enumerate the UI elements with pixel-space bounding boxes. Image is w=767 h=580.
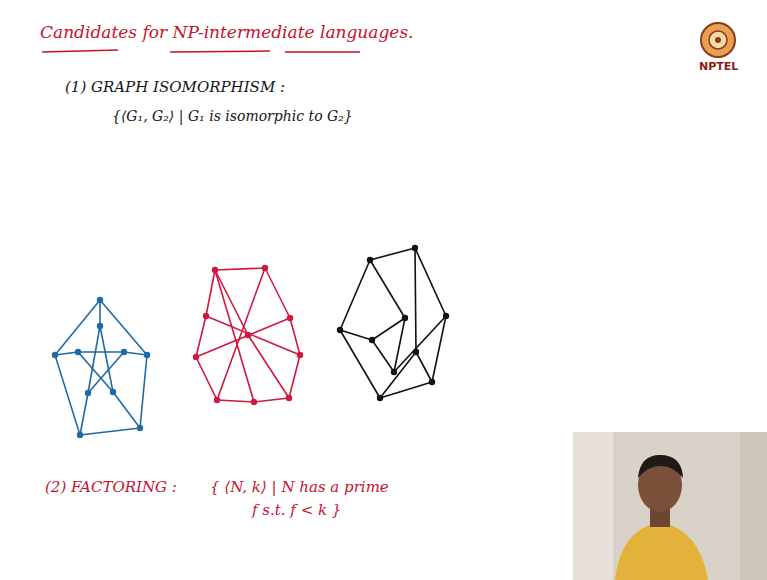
graph-edge [80,428,140,435]
graph-edge [370,248,415,260]
logo-text: NPTEL [699,60,738,73]
graph-edge [99,300,101,326]
graph-vertex [214,397,220,403]
graph-vertex [262,265,268,271]
graph-edge [370,260,405,318]
graph-vertex [97,323,103,329]
graph-edge [415,248,416,352]
slide-title: Candidates for NP-intermediate languages… [40,22,414,42]
underline [170,51,270,52]
graph-drawing [337,245,449,401]
graph-vertex [413,349,419,355]
graph-edge [100,300,147,355]
graph-vertex [52,352,58,358]
graph-vertex [287,315,293,321]
graph-edge [215,268,265,270]
graph-edge [394,316,446,372]
graph-edge [380,352,416,398]
graph-edge [215,270,248,335]
graph-edge [113,392,140,428]
underline [42,50,118,52]
graph-edge [394,318,405,372]
section-heading: (2) FACTORING : [45,478,177,496]
graph-edge [372,318,405,340]
graph-edge [55,300,100,355]
graph-edge [432,316,446,382]
graph-edge [215,270,254,402]
graph-vertex [203,313,209,319]
graph-edge [289,355,300,398]
graph-edge [100,326,113,392]
graph-edge [78,351,124,353]
graph-vertex [337,327,343,333]
underline [285,51,360,53]
graph-vertex [193,354,199,360]
graph-edge [55,355,80,435]
set-definition: {⟨G₁, G₂⟩ | G₁ is isomorphic to G₂} [112,108,353,125]
graph-edge [217,400,254,402]
set-definition: { ⟨N, k⟩ | N has a prime [210,478,389,496]
graph-vertex [251,399,257,405]
graph-vertex [367,257,373,263]
graph-edge [416,352,432,382]
graph-edge [88,352,124,393]
graph-edge [372,340,394,372]
graph-vertex [121,349,127,355]
graph-edge [254,398,289,402]
graph-edge [55,352,78,355]
graph-edge [78,352,113,392]
graph-edge [340,330,372,340]
graph-drawing [52,297,150,438]
graph-vertex [412,245,418,251]
graph-vertex [245,332,251,338]
graph-edge [340,260,370,330]
graph-vertex [369,337,375,343]
graph-vertex [212,267,218,273]
graph-edge [206,316,300,355]
graph-edge [80,393,88,435]
graph-edge [196,357,217,400]
graph-vertex [297,352,303,358]
graph-vertex [97,297,103,303]
graph-edge [290,318,300,355]
graph-vertex [429,379,435,385]
graph-edge [206,270,215,316]
section-heading: (1) GRAPH ISOMORPHISM : [65,78,285,96]
graph-vertex [137,425,143,431]
graph-vertex [402,315,408,321]
graph-edge [340,330,380,398]
graph-vertex [443,313,449,319]
graph-vertex [110,389,116,395]
webcam-inset [573,432,767,580]
graph-vertex [286,395,292,401]
graph-drawing [193,265,303,405]
graph-vertex [377,395,383,401]
graph-edge [124,352,147,355]
set-definition: f s.t. f < k } [252,501,341,519]
graph-vertex [144,352,150,358]
graph-vertex [75,349,81,355]
graph-vertex [85,390,91,396]
logo [701,23,735,57]
graph-edge [88,326,100,393]
graph-edge [380,382,432,398]
graph-vertex [391,369,397,375]
graph-edge [248,335,289,398]
graph-edge [140,355,147,428]
graph-edge [415,248,446,316]
graph-vertex [77,432,83,438]
graph-edge [265,268,290,318]
graph-edge [196,316,206,357]
